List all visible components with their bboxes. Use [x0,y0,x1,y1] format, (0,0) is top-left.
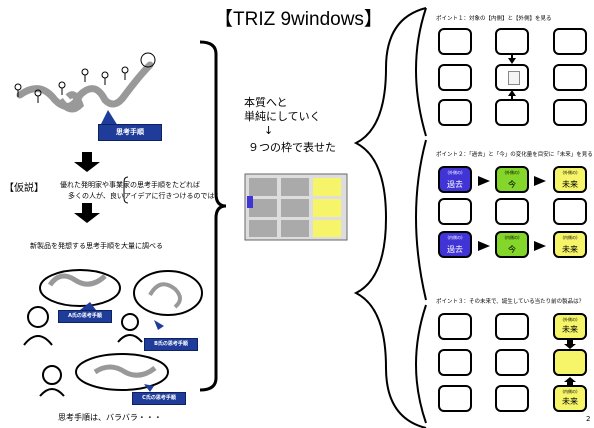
p2-future-inner: (内側の)未来 [553,231,587,258]
down-arrow-2 [74,203,100,223]
thinking-scribble [16,61,154,110]
p1-cell-2 [495,28,529,55]
p1-cell-5 [495,64,529,91]
p3-future-outer: (外側の)未来 [553,313,587,340]
person-b-tag: B氏の思考手順 [144,338,198,351]
p2-cell-4 [438,198,472,225]
p1-cell-1 [438,28,472,55]
point1-title: ポイント１：対象の【内側】と【外側】を見る [436,16,552,22]
page-number: 2 [586,415,591,423]
person-c-tag: C氏の思考手順 [132,392,186,405]
hypothesis-line1: 優れた発明家や事業家の思考手順をたどれば [60,181,200,189]
p1-cell-9 [553,99,587,126]
footer-text: 思考手順は、バラバラ・・・ [58,413,162,422]
point2-title: ポイント２：「過去」と「今」の変化量を目安に「未来」を見る [436,152,593,158]
p1-cell-6 [553,64,587,91]
mid-arrow: ↓ [264,124,274,137]
right-brace [353,7,427,428]
p3-cell-7 [438,385,472,412]
hypothesis-label: 【仮説】 [4,183,44,194]
page-title: 【TRIZ 9windows】 [214,9,383,30]
p3-cell-4 [438,349,472,376]
mid-line3: ９つの枠で表せた [248,141,336,154]
p3-cell-8 [495,385,529,412]
mid-line1: 本質へと [244,96,288,109]
point3-title: ポイント３：その未来で、誕生している当たり前の製品は？ [436,299,585,305]
p2-past-inner: (内側の)過去 [438,231,472,258]
hypothesis-line2: 多くの人が、良いアイデアに行きつけるのでは？ [68,192,222,200]
p3-future-now [553,349,587,376]
person-a-tag: A氏の思考手順 [58,310,112,323]
research-text: 新製品を発想する思考手順を大量に調べる [30,242,163,250]
p3-future-inner: (内側の)未来 [553,385,587,412]
left-brace [199,40,227,392]
stick-figures [14,66,129,103]
p2-now-outer: (外側の)今 [495,166,529,193]
down-arrow-1 [74,152,100,172]
p1-cell-8 [495,99,529,126]
p3-cell-2 [495,313,529,340]
p1-cell-7 [438,99,472,126]
mid-line2: 単純にしていく [244,110,321,123]
person-heads [23,306,143,397]
p2-future-outer: (外側の)未来 [553,166,587,193]
p1-cell-4 [438,64,472,91]
p3-cell-5 [495,349,529,376]
thinking-tag: 思考手順 [98,124,162,141]
p1-cell-3 [553,28,587,55]
p2-cell-5 [495,198,529,225]
p2-cell-6 [553,198,587,225]
p3-cell-1 [438,313,472,340]
p2-now-inner: (内側の)今 [495,231,529,258]
p2-past-outer: (外側の)過去 [438,166,472,193]
